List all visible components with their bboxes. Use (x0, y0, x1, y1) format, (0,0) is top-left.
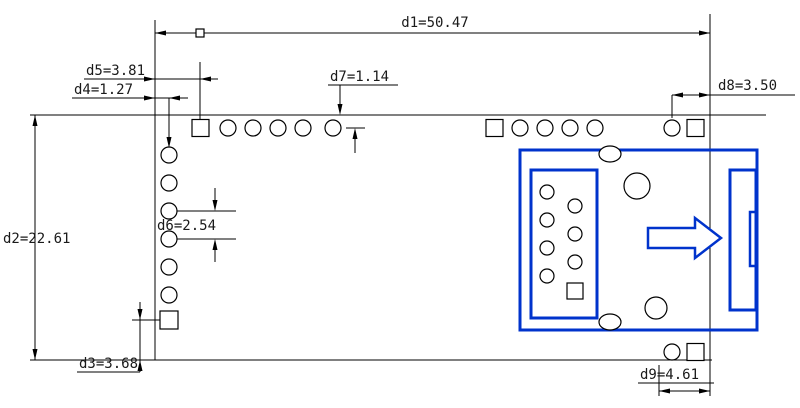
bottom-right-pads (663, 342, 705, 362)
dimension-d9: d9=4.61 (638, 365, 714, 396)
board-outline (30, 14, 766, 396)
dimension-label-d3: d3=3.68 (79, 356, 138, 372)
usb-connector-outline (518, 148, 759, 332)
connector-holes (539, 145, 668, 331)
dimension-label-d4: d4=1.27 (74, 82, 133, 98)
dimension-label-d8: d8=3.50 (718, 78, 777, 94)
dimension-label-d1: d1=50.47 (401, 15, 468, 31)
dimension-label-d2: d2=22.61 (3, 231, 70, 247)
dimension-label-d6: d6=2.54 (157, 218, 216, 234)
top-pad-row (191, 118, 705, 138)
dimension-label-d5: d5=3.81 (86, 63, 145, 79)
dimension-d4: d4=1.27 (72, 82, 188, 148)
direction-arrow-icon (646, 215, 724, 261)
left-pad-column (159, 146, 179, 330)
dimension-d7: d7=1.14 (328, 69, 398, 153)
dimension-d8: d8=3.50 (671, 78, 795, 118)
dimension-d2: d2=22.61 (3, 115, 70, 360)
dimension-d5: d5=3.81 (84, 62, 218, 119)
dimension-label-d7: d7=1.14 (330, 69, 389, 85)
dimension-d1: d1=50.47 (155, 15, 710, 38)
dimension-label-d9: d9=4.61 (640, 367, 699, 383)
dimension-d3: d3=3.68 (77, 302, 160, 373)
dimension-d6: d6=2.54 (157, 188, 236, 262)
